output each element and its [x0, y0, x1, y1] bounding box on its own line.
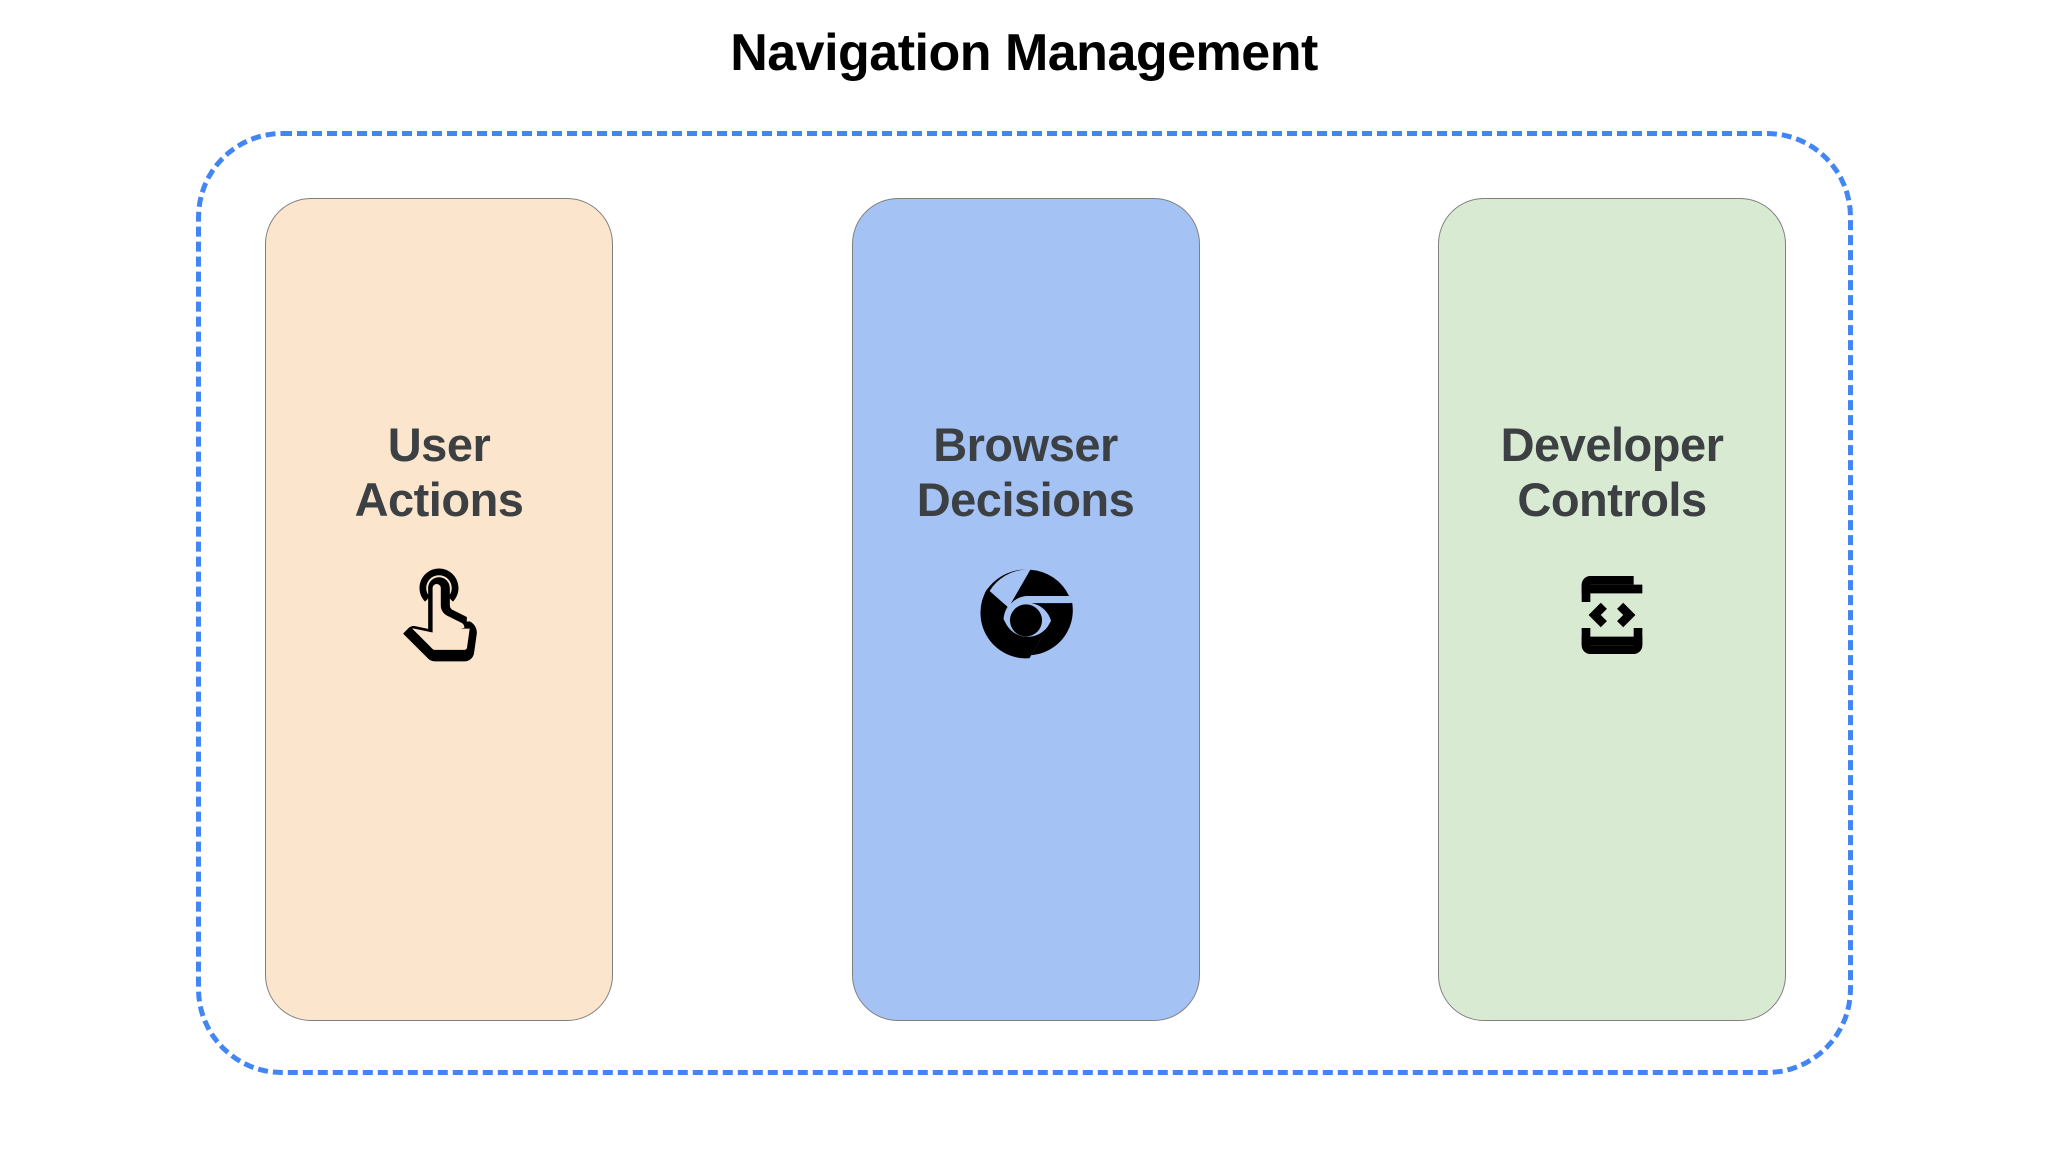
navigation-management-group	[196, 131, 1853, 1075]
card-browser-decisions[interactable]: Browser Decisions	[851, 198, 1200, 1021]
card-browser-decisions-label: Browser Decisions	[916, 418, 1135, 527]
card-developer-controls[interactable]: Developer Controls	[1438, 198, 1786, 1021]
card-row: User Actions Browser Decisions Developer…	[265, 198, 1786, 1021]
card-developer-controls-label: Developer Controls	[1500, 418, 1724, 527]
page-title: Navigation Management	[730, 24, 1318, 82]
card-user-actions-label: User Actions	[354, 418, 524, 527]
touch-app-icon	[380, 556, 498, 674]
card-user-actions[interactable]: User Actions	[265, 198, 613, 1021]
chrome-browser-icon	[967, 556, 1085, 674]
developer-mode-icon	[1553, 556, 1671, 674]
